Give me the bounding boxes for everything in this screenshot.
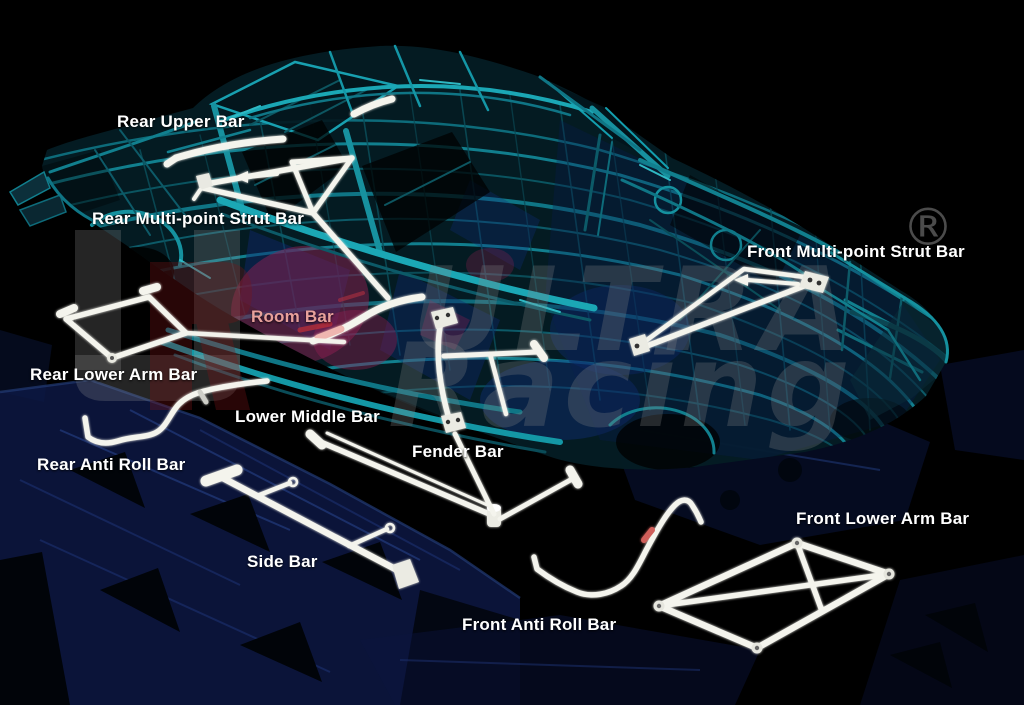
- side-bar: [200, 464, 419, 589]
- rear-multi-point-strut-bar: [192, 155, 391, 301]
- fender-bar: [431, 307, 548, 433]
- label-front-multi-point-strut-bar: Front Multi-point Strut Bar: [747, 242, 965, 261]
- label-side-bar: Side Bar: [247, 552, 318, 571]
- label-lower-middle-bar: Lower Middle Bar: [235, 407, 380, 426]
- label-rear-anti-roll-bar: Rear Anti Roll Bar: [37, 455, 186, 474]
- label-rear-multi-point-strut-bar: Rear Multi-point Strut Bar: [92, 209, 305, 228]
- front-anti-roll-bar: [531, 497, 704, 598]
- chassis-frame-bottom: [360, 555, 1024, 705]
- lower-middle-bar: [305, 429, 583, 527]
- registered-trademark-icon: ®: [902, 198, 954, 258]
- watermark-line2: Racing: [388, 319, 854, 454]
- rear-upper-bar: [163, 95, 396, 168]
- label-rear-lower-arm-bar: Rear Lower Arm Bar: [30, 365, 198, 384]
- chassis-frame-left: [0, 330, 521, 705]
- strut-bars: [56, 95, 895, 654]
- front-lower-arm-bar: [653, 537, 895, 654]
- label-fender-bar: Fender Bar: [412, 442, 504, 461]
- room-bar: [309, 293, 426, 345]
- rear-anti-roll-bar: [82, 378, 270, 446]
- rear-lower-arm-bar: [56, 283, 347, 363]
- label-front-lower-arm-bar: Front Lower Arm Bar: [796, 509, 970, 528]
- label-room-bar: Room Bar: [251, 307, 334, 326]
- label-front-anti-roll-bar: Front Anti Roll Bar: [462, 615, 617, 634]
- label-rear-upper-bar: Rear Upper Bar: [117, 112, 245, 131]
- front-multi-point-strut-bar: [629, 266, 829, 356]
- watermark-monogram: [75, 230, 252, 410]
